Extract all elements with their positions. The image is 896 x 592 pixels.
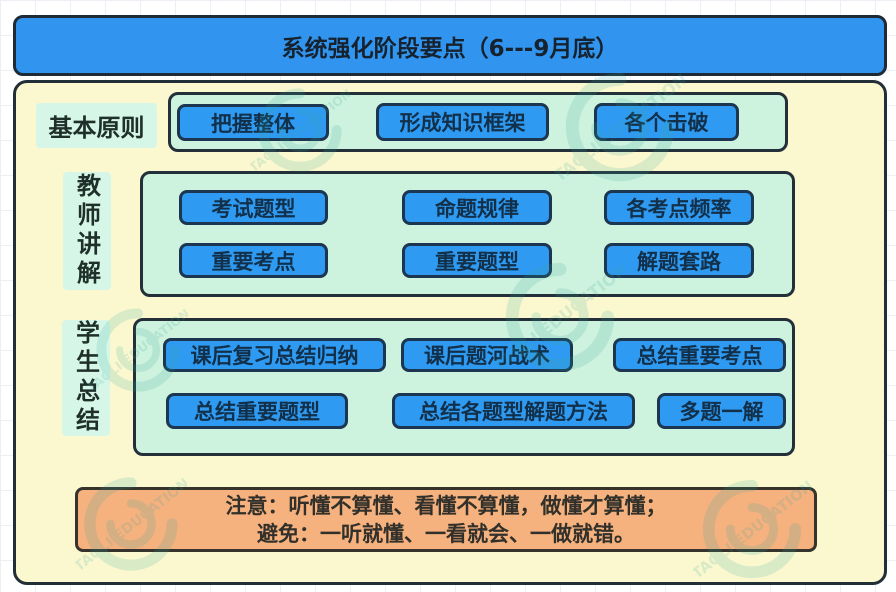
diagram-node: 把握整体 (177, 104, 329, 141)
row-label-text: 教师讲解 (72, 173, 101, 289)
title-bar: 系统强化阶段要点（6---9月底） (13, 15, 887, 76)
row-label-text: 基本原则 (48, 114, 145, 142)
note-line: 避免：一听就懂、一看就会、一做就错。 (257, 521, 635, 546)
diagram-node: 总结各题型解题方法 (392, 393, 635, 429)
note-box: 注意：听懂不算懂、看懂不算懂，做懂才算懂； 避免：一听就懂、一看就会、一做就错。 (75, 487, 817, 552)
diagram-node: 课后复习总结归纳 (163, 338, 386, 372)
page-title: 系统强化阶段要点（6---9月底） (281, 35, 619, 62)
diagram-node: 各考点频率 (604, 190, 754, 225)
row-label-student-summary: 学生总结 (62, 320, 110, 436)
diagram-node: 多题一解 (657, 393, 786, 429)
row-label-text: 学生总结 (71, 320, 100, 436)
diagram-node: 总结重要考点 (613, 338, 786, 372)
diagram-node: 考试题型 (179, 190, 328, 225)
diagram-node: 解题套路 (604, 243, 754, 278)
row-label-basic-principles: 基本原则 (36, 103, 157, 148)
diagram-node: 形成知识框架 (376, 103, 549, 141)
diagram-node: 总结重要题型 (166, 393, 348, 429)
row-label-teacher-explain: 教师讲解 (63, 172, 111, 290)
diagram-node: 各个击破 (594, 103, 739, 141)
diagram-node: 课后题河战术 (401, 338, 573, 372)
diagram-node: 重要题型 (402, 243, 552, 278)
diagram-node: 命题规律 (402, 190, 552, 225)
note-line: 注意：听懂不算懂、看懂不算懂，做懂才算懂； (225, 493, 667, 518)
diagram-node: 重要考点 (179, 243, 328, 278)
